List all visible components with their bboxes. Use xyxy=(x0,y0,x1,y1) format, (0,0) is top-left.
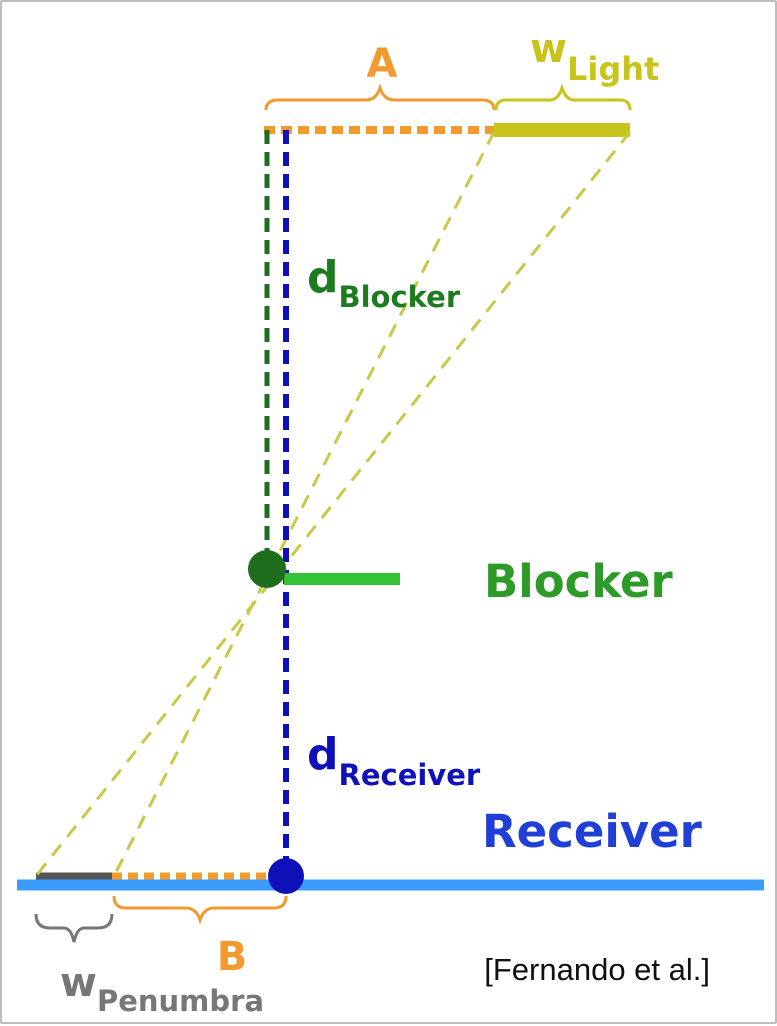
citation: [Fernando et al.] xyxy=(484,952,710,987)
brace-w-light xyxy=(494,83,632,111)
d-blocker-main: d xyxy=(307,252,339,303)
brace-w-penumbra xyxy=(34,913,114,943)
w-light-main: w xyxy=(530,26,567,72)
blocker-point xyxy=(248,550,286,588)
brace-b xyxy=(112,895,288,925)
light-ray xyxy=(34,131,632,877)
label-d-blocker: dBlocker xyxy=(307,252,461,314)
receiver-point xyxy=(268,858,304,894)
w-light-sub: Light xyxy=(567,50,659,88)
d-blocker-sub: Blocker xyxy=(339,280,461,314)
label-w-light: wLight xyxy=(530,26,659,88)
label-d-receiver: dReceiver xyxy=(307,729,481,792)
light-ray xyxy=(112,131,496,877)
w-penumbra-main: w xyxy=(60,960,97,1006)
label-blocker: Blocker xyxy=(484,555,674,608)
d-receiver-main: d xyxy=(307,729,339,780)
brace-a xyxy=(264,83,496,111)
label-receiver: Receiver xyxy=(482,805,703,858)
label-w-penumbra: wPenumbra xyxy=(60,960,264,1018)
label-a: A xyxy=(367,41,398,87)
d-receiver-sub: Receiver xyxy=(339,758,481,792)
label-b: B xyxy=(217,934,248,980)
w-penumbra-sub: Penumbra xyxy=(97,984,264,1018)
